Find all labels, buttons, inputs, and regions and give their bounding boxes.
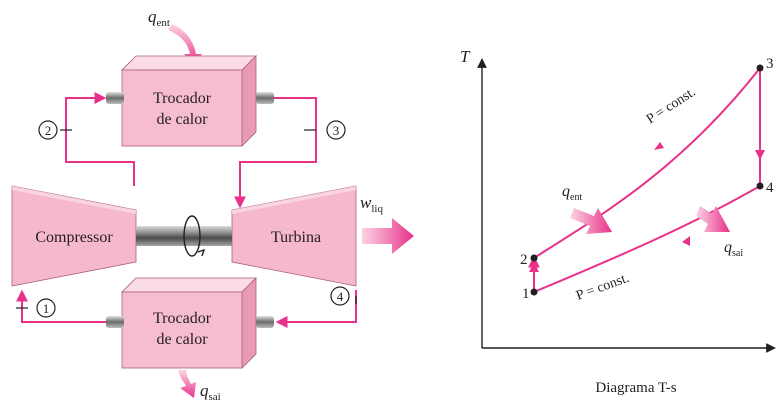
svg-text:1: 1 — [43, 301, 50, 316]
isobar-low-label: P = const. — [574, 271, 631, 304]
process-arrows — [529, 142, 765, 272]
svg-text:4: 4 — [337, 289, 344, 304]
ts-point-3-label: 3 — [766, 56, 774, 72]
compressor-label: Compressor — [35, 229, 113, 246]
ts-heat-out-label: qsai — [724, 239, 743, 259]
pipe-stub-top-left — [106, 92, 124, 104]
pipe-state-3 — [234, 97, 317, 209]
heat-out-arrow — [178, 370, 196, 398]
turbine: Turbina — [231, 185, 357, 287]
rotation-icon — [183, 215, 206, 257]
heat-exchanger-bottom-line1: Trocador — [153, 310, 212, 327]
ts-caption: Diagrama T-s — [595, 380, 676, 396]
ts-point-1-label: 1 — [522, 286, 530, 302]
ts-heat-out-arrow — [696, 206, 730, 232]
pipe-stub-bottom-left — [106, 316, 124, 328]
pipe-ticks — [16, 129, 357, 309]
net-work-arrow — [362, 218, 414, 254]
turbine-label: Turbina — [271, 229, 321, 246]
state-marker-3: 3 — [326, 120, 346, 140]
ts-point-1 — [530, 288, 538, 296]
heat-exchanger-bottom-line2: de calor — [156, 331, 208, 348]
state-marker-1: 1 — [36, 298, 56, 318]
ts-point-4 — [756, 182, 764, 190]
heat-out-label: qsai — [200, 381, 221, 402]
svg-text:2: 2 — [45, 123, 52, 138]
ts-point-4-label: 4 — [766, 180, 774, 196]
arrow-2-3 — [654, 142, 664, 150]
compressor: Compressor — [11, 185, 137, 287]
pipe-state-2 — [65, 92, 135, 186]
pipe-stub-top-right — [256, 92, 274, 104]
heat-in-label: qent — [148, 7, 170, 29]
pipe-state-1 — [16, 289, 106, 323]
ts-heat-in-label: qent — [562, 183, 582, 203]
isobar-high-label: P = const. — [644, 85, 698, 128]
arrow-1-2 — [529, 262, 539, 272]
process-2-3 — [533, 67, 761, 259]
ts-y-axis-label: T — [460, 47, 471, 66]
state-marker-4: 4 — [330, 286, 350, 306]
process-4-1 — [533, 185, 761, 293]
heat-exchanger-top-line2: de calor — [156, 111, 208, 128]
state-marker-2: 2 — [38, 120, 58, 140]
heat-exchanger-top-line1: Trocador — [153, 90, 212, 107]
ts-point-2 — [530, 254, 538, 262]
heat-in-arrow — [168, 24, 202, 66]
arrow-3-4 — [755, 150, 765, 160]
net-work-label: wliq — [360, 193, 383, 215]
heat-exchanger-bottom: Trocador de calor — [121, 277, 257, 369]
ts-heat-in-arrow — [570, 208, 612, 234]
arrow-4-1 — [682, 236, 690, 246]
ts-point-2-label: 2 — [520, 252, 528, 268]
ts-diagram: T Diagrama T-s 1 2 3 4 P = const. P = co… — [460, 47, 776, 396]
pipe-stub-bottom-right — [256, 316, 274, 328]
svg-text:3: 3 — [333, 123, 340, 138]
heat-exchanger-top: Trocador de calor — [121, 55, 257, 147]
ts-point-3 — [756, 64, 764, 72]
